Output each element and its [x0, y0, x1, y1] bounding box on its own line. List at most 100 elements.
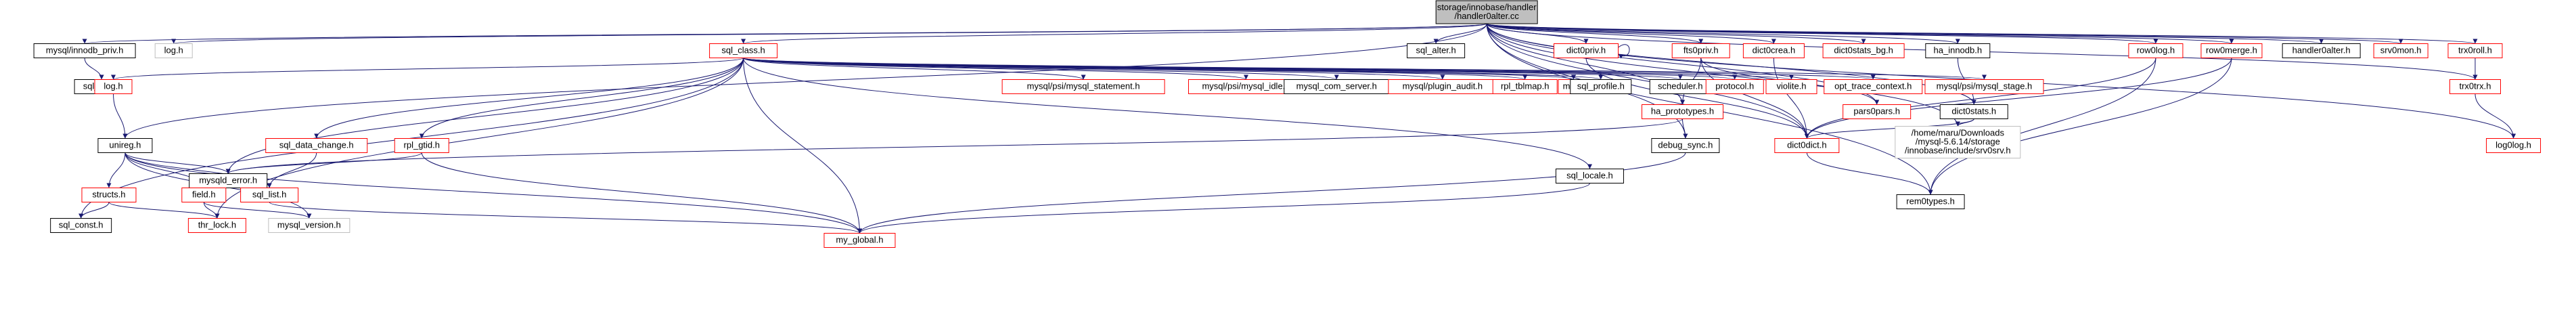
edge-sql_class-to-mysqld_error — [225, 58, 744, 174]
node-log_h2[interactable]: log.h — [94, 79, 133, 94]
edge-log_h2-to-unireg — [113, 93, 128, 139]
node-label-sql_profile: sql_profile.h — [1577, 81, 1625, 91]
node-field[interactable]: field.h — [181, 188, 227, 202]
node-handler0alter[interactable]: handler0alter.h — [2282, 43, 2361, 58]
edge-sql_class-to-psi_stage — [743, 58, 1987, 80]
node-label-trx0roll: trx0roll.h — [2458, 45, 2492, 56]
edge-sql_data_change-to-sql_list — [267, 152, 317, 188]
node-box-sql_locale — [1555, 169, 1624, 183]
edge-dict0priv-to-dict0dict — [1585, 58, 1809, 139]
node-trx0trx[interactable]: trx0trx.h — [2449, 79, 2501, 94]
node-sql_const[interactable]: sql_const.h — [50, 218, 112, 233]
node-psi_stage[interactable]: mysql/psi/mysql_stage.h — [1924, 79, 2044, 94]
node-label-scheduler: scheduler.h — [1658, 81, 1703, 91]
node-ha_innodb[interactable]: ha_innodb.h — [1925, 43, 1991, 58]
node-sql_profile[interactable]: sql_profile.h — [1570, 79, 1632, 94]
node-rpl_tblmap[interactable]: rpl_tblmap.h — [1492, 79, 1558, 94]
node-dict0crea[interactable]: dict0crea.h — [1742, 43, 1805, 58]
node-label-row0merge: row0merge.h — [2206, 45, 2257, 56]
node-opt_trace_context[interactable]: opt_trace_context.h — [1824, 79, 1923, 94]
edge-dict0crea-to-dict0dict — [1773, 58, 1809, 139]
node-pars0pars[interactable]: pars0pars.h — [1843, 104, 1912, 119]
node-com_server[interactable]: mysql_com_server.h — [1284, 79, 1390, 94]
node-box-sql_class — [709, 43, 778, 58]
node-box-fts0priv — [1671, 43, 1730, 58]
node-box-field — [181, 188, 227, 202]
node-label-thr_lock: thr_lock.h — [198, 220, 236, 230]
node-dict0stats[interactable]: dict0stats.h — [1939, 104, 2008, 119]
node-sql_data_change[interactable]: sql_data_change.h — [265, 138, 368, 153]
node-psi_statement[interactable]: mysql/psi/mysql_statement.h — [1001, 79, 1165, 94]
node-thr_lock[interactable]: thr_lock.h — [187, 218, 246, 233]
node-mysql_innodb_priv[interactable]: mysql/innodb_priv.h — [33, 43, 136, 58]
node-root[interactable]: storage/innobase/handler/handler0alter.c… — [1435, 0, 1538, 24]
node-protocol[interactable]: protocol.h — [1705, 79, 1764, 94]
edge-trx0trx-to-log0log — [2475, 93, 2516, 139]
node-unireg[interactable]: unireg.h — [97, 138, 153, 153]
node-rem0types[interactable]: rem0types.h — [1896, 194, 1965, 209]
node-log0log[interactable]: log0log.h — [2486, 138, 2541, 153]
edge-sql_class-to-sql_data_change — [314, 58, 744, 139]
node-debug_sync[interactable]: debug_sync.h — [1651, 138, 1720, 153]
node-label-sql_list: sql_list.h — [252, 190, 287, 200]
node-box-log_h — [154, 43, 193, 58]
node-label-root: storage/innobase/handler — [1437, 2, 1537, 12]
edge-root-to-unireg — [122, 23, 1487, 139]
node-label-row0log: row0log.h — [2137, 45, 2175, 56]
edge-root-to-handler0alter — [1486, 23, 2324, 44]
node-box-my_global — [823, 233, 896, 248]
edge-field-to-mysql_version — [203, 202, 312, 219]
edge-ha_prototypes-to-mysqld_error — [226, 118, 1684, 174]
node-label-handler0alter: handler0alter.h — [2292, 45, 2351, 56]
node-scheduler[interactable]: scheduler.h — [1649, 79, 1711, 94]
node-fts0priv[interactable]: fts0priv.h — [1671, 43, 1730, 58]
edge-sql_class-to-psi_statement — [743, 58, 1086, 80]
node-dict0dict[interactable]: dict0dict.h — [1774, 138, 1840, 153]
node-mysqld_error[interactable]: mysqld_error.h — [189, 173, 268, 188]
node-label-rem0types: rem0types.h — [1906, 196, 1955, 207]
node-row0merge[interactable]: row0merge.h — [2200, 43, 2263, 58]
node-label-srv0srv: /mysql-5.6.14/storage — [1916, 137, 2000, 147]
edge-dict0dict-to-rem0types — [1806, 152, 1933, 195]
node-sql_list[interactable]: sql_list.h — [240, 188, 299, 202]
node-label-mysql_version: mysql_version.h — [277, 220, 341, 230]
node-sql_locale[interactable]: sql_locale.h — [1555, 169, 1624, 183]
node-box-ha_prototypes — [1642, 104, 1724, 119]
edge-sql_class-to-my_global — [743, 58, 862, 234]
edge-row0merge-to-rem0types — [1928, 58, 2232, 195]
node-box-protocol — [1705, 79, 1764, 94]
node-my_global[interactable]: my_global.h — [823, 233, 896, 248]
node-sql_alter[interactable]: sql_alter.h — [1407, 43, 1466, 58]
node-box-violite — [1765, 79, 1817, 94]
node-trx0roll[interactable]: trx0roll.h — [2447, 43, 2503, 58]
node-box-mysql_innodb_priv — [33, 43, 136, 58]
node-violite[interactable]: violite.h — [1765, 79, 1817, 94]
node-label-sql_locale: sql_locale.h — [1566, 171, 1613, 181]
node-row0log[interactable]: row0log.h — [2128, 43, 2184, 58]
node-label-pars0pars: pars0pars.h — [1853, 106, 1900, 116]
node-box-log_h2 — [94, 79, 133, 94]
edge-dict0priv-to-dict0priv — [1618, 44, 1630, 59]
node-box-mysql_version — [268, 218, 351, 233]
node-label-root: /handler0alter.cc — [1454, 11, 1519, 21]
node-rpl_gtid[interactable]: rpl_gtid.h — [394, 138, 449, 153]
node-srv0mon[interactable]: srv0mon.h — [2373, 43, 2428, 58]
edge-sql_list-to-my_global — [269, 202, 862, 234]
node-label-sql_const: sql_const.h — [59, 220, 104, 230]
node-box-rpl_tblmap — [1492, 79, 1558, 94]
node-dict0stats_bg[interactable]: dict0stats_bg.h — [1822, 43, 1905, 58]
node-label-log_h: log.h — [164, 45, 183, 56]
node-sql_class[interactable]: sql_class.h — [709, 43, 778, 58]
node-box-srv0srv — [1895, 126, 2021, 158]
node-dict0priv[interactable]: dict0priv.h — [1554, 43, 1619, 58]
node-structs[interactable]: structs.h — [81, 188, 137, 202]
node-plugin_audit[interactable]: mysql/plugin_audit.h — [1388, 79, 1497, 94]
edge-debug_sync-to-my_global — [857, 152, 1686, 234]
node-box-opt_trace_context — [1824, 79, 1923, 94]
edge-sql_class-to-violite — [743, 58, 1794, 80]
node-label-dict0stats: dict0stats.h — [1951, 106, 1996, 116]
node-label-mysql_innodb_priv: mysql/innodb_priv.h — [46, 45, 124, 56]
node-box-trx0trx — [2449, 79, 2501, 94]
node-label-sql_alter: sql_alter.h — [1416, 45, 1455, 56]
node-ha_prototypes[interactable]: ha_prototypes.h — [1642, 104, 1724, 119]
